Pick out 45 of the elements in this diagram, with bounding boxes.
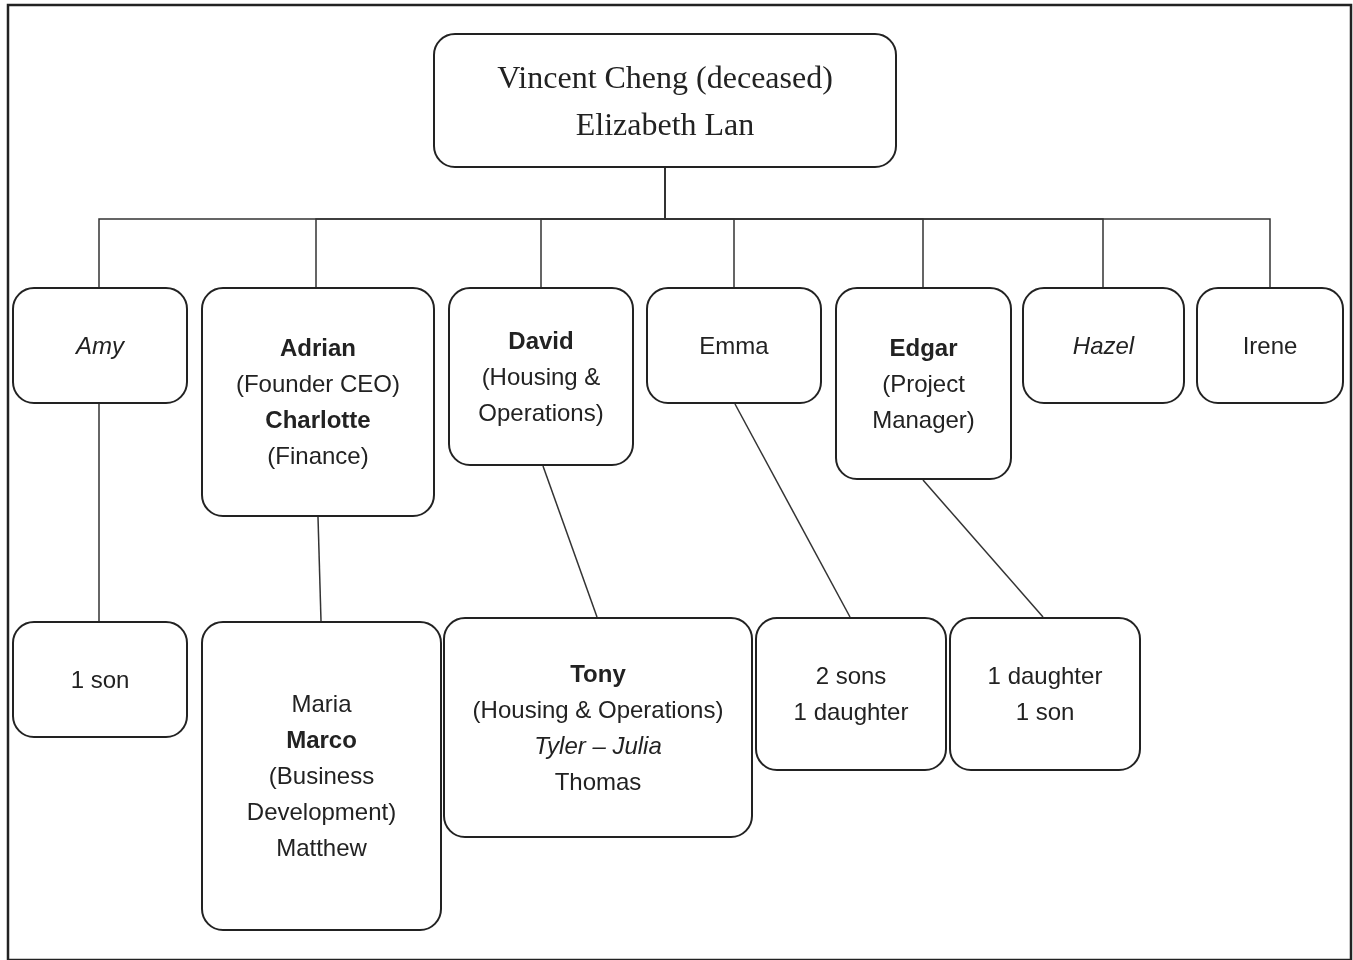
- person-name: David: [508, 325, 574, 356]
- person-name: Tyler – Julia: [534, 730, 662, 761]
- family-box: [201, 621, 442, 931]
- children-count: 1 daughter: [793, 697, 909, 727]
- role-text: (Finance): [267, 441, 369, 471]
- person-box: [12, 287, 188, 404]
- person-name: Emma: [699, 330, 769, 361]
- role-text: (Project Manager): [871, 368, 976, 435]
- connector-line: [317, 516, 322, 622]
- person-name: Matthew: [276, 833, 367, 863]
- person-name: Charlotte: [265, 405, 371, 435]
- person-name: Tony: [570, 658, 626, 689]
- person-name: Hazel: [1072, 330, 1135, 361]
- person-box: [1022, 287, 1185, 404]
- person-name: Edgar: [889, 332, 958, 363]
- role-text: (Housing & Operations): [477, 361, 605, 428]
- connector-line: [542, 465, 598, 618]
- person-name: Irene: [1242, 330, 1298, 361]
- person-box: [433, 33, 897, 168]
- person-box: [448, 287, 634, 466]
- role-text: (Housing & Operations): [472, 694, 724, 725]
- person-name: Amy: [76, 330, 124, 361]
- connector-line: [98, 403, 100, 622]
- person-name: Vincent Cheng (deceased): [497, 58, 833, 98]
- person-box: [646, 287, 822, 404]
- children-box: [755, 617, 947, 771]
- children-count: 1 son: [1015, 697, 1075, 727]
- children-count: 1 son: [70, 664, 130, 695]
- role-text: (Business Development): [245, 761, 398, 827]
- children-count: 1 daughter: [987, 661, 1103, 691]
- children-count: 2 sons: [815, 661, 887, 691]
- person-box: [835, 287, 1012, 480]
- couple-box: [201, 287, 435, 517]
- connector-line: [922, 479, 1044, 618]
- person-name: Adrian: [280, 333, 356, 363]
- children-box: [12, 621, 188, 738]
- role-text: (Founder CEO): [235, 369, 401, 399]
- person-name: Marco: [286, 725, 357, 755]
- person-name: Maria: [291, 689, 352, 719]
- children-box: [949, 617, 1141, 771]
- person-box: [1196, 287, 1344, 404]
- family-box: [443, 617, 753, 838]
- person-name: Elizabeth Lan: [575, 104, 755, 144]
- person-name: Thomas: [554, 766, 642, 797]
- connector-line: [734, 403, 851, 618]
